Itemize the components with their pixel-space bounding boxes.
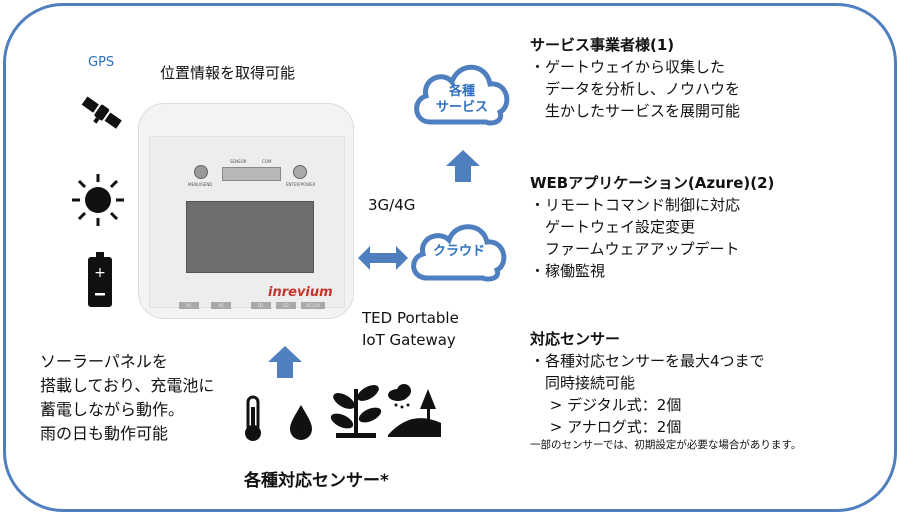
sensors-caption: 各種対応センサー* [244,471,389,491]
port-a2: A2 [211,302,231,309]
port-d1: D1 [251,302,271,309]
iot-gateway-device: MENU/SEND SENSOR COM ENTER/POWER inreviu… [138,103,354,319]
service-block: サービス事業者様(1) ・ゲートウェイから収集した データを分析し、ノウハウを … [530,36,741,120]
thermometer-icon [245,395,261,441]
services-cloud-label: 各種サービス [435,84,488,115]
sun-icon [72,174,124,226]
web-block: WEBアプリケーション(Azure)(2) ・リモートコマンド制御に対応 ゲート… [530,174,775,280]
sensor-block: 対応センサー ・各種対応センサーを最大4つまで 同時接続可能 > デジタル式：2… [530,330,802,451]
battery-icon: + [88,252,112,307]
device-screen [186,201,314,273]
solar-text: ソーラーパネルを搭載しており、充電池に蓄電しながら動作。雨の日も動作可能 [40,352,215,443]
up-arrow-sensors [268,346,302,378]
gps-label: GPS [88,55,115,70]
cloud-icon [411,224,507,282]
water-drop-icon [290,405,312,440]
location-text: 位置情報を取得可能 [160,64,296,82]
frame-border [3,3,897,512]
menu-send-button [194,165,208,179]
up-arrow-services [446,150,480,182]
weather-landscape-icon [388,384,441,437]
sensor-note: 一部のセンサーでは、初期設定が必要な場合があります。 [530,439,802,451]
bidirectional-arrow [358,246,408,270]
port-a1: A1 [179,302,199,309]
port-d2: D2 [276,302,296,309]
cloud-label: クラウド [432,244,485,259]
sensor-icons [245,384,441,441]
satellite-icon [81,96,122,129]
plant-icon [330,385,382,438]
enter-power-button [293,165,307,179]
brand-logo: inrevium [268,285,333,300]
network-label: 3G/4G [368,196,416,214]
port-dc12v: DC12V [301,302,325,309]
svg-text:+: + [94,265,106,281]
lcd-display [222,167,281,181]
services-cloud-icon [414,64,510,126]
